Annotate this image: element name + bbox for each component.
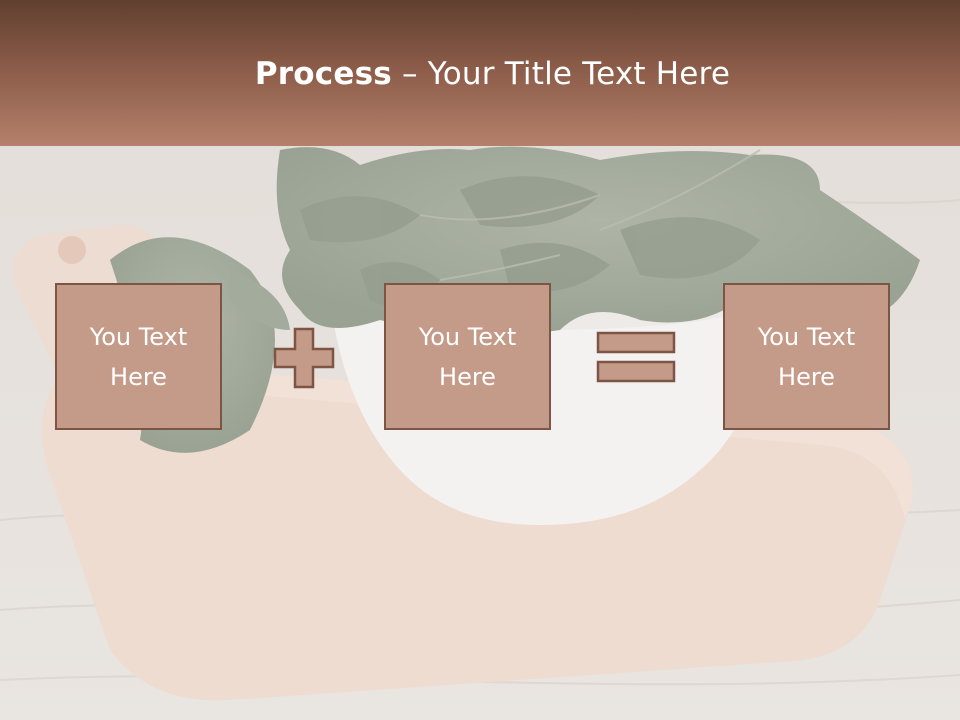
process-box-2-text: You Text Here xyxy=(418,322,517,391)
title-bar: Process – Your Title Text Here xyxy=(0,0,960,146)
equals-icon xyxy=(596,331,676,383)
process-box-1[interactable]: You Text Here xyxy=(55,283,222,430)
process-box-3-text: You Text Here xyxy=(757,322,856,391)
slide-title-bold: Process xyxy=(254,56,392,92)
plus-icon xyxy=(273,327,335,389)
slide-title: Process – Your Title Text Here xyxy=(0,52,960,96)
process-box-2[interactable]: You Text Here xyxy=(384,283,551,430)
process-box-3[interactable]: You Text Here xyxy=(723,283,890,430)
slide-title-rest: – Your Title Text Here xyxy=(391,56,731,92)
process-box-1-text: You Text Here xyxy=(89,322,188,391)
